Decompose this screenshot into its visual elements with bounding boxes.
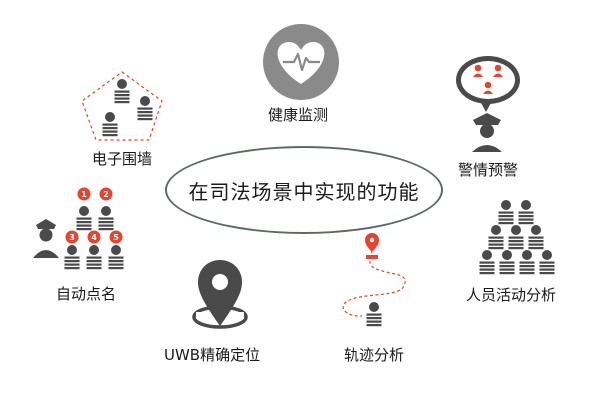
electronic-fence-icon [81, 71, 163, 141]
center-title: 在司法场景中实现的功能 [188, 179, 420, 204]
badge-number-5: 5 [113, 233, 119, 242]
track-path-icon [342, 233, 406, 327]
center-ellipse [165, 146, 443, 234]
label-electronic-fence: 电子围墙 [92, 150, 153, 168]
badge-number-2: 2 [103, 190, 109, 199]
alarm-warning-icon [456, 56, 520, 152]
label-auto-roll-call: 自动点名 [56, 285, 117, 303]
label-activity-analysis: 人员活动分析 [466, 286, 557, 304]
badge-number-1: 1 [81, 190, 87, 199]
label-alarm-warning: 警情预警 [458, 161, 519, 179]
label-uwb-positioning: UWB精确定位 [164, 346, 261, 364]
badge-number-4: 4 [91, 233, 97, 242]
roll-call-icon [33, 187, 124, 270]
heart-monitor-icon [263, 24, 339, 100]
label-track-analysis: 轨迹分析 [344, 346, 405, 364]
badge-number-3: 3 [69, 233, 75, 242]
location-pin-icon [192, 260, 248, 329]
people-pyramid-icon [479, 200, 555, 275]
label-health-monitoring: 健康监测 [268, 106, 329, 124]
